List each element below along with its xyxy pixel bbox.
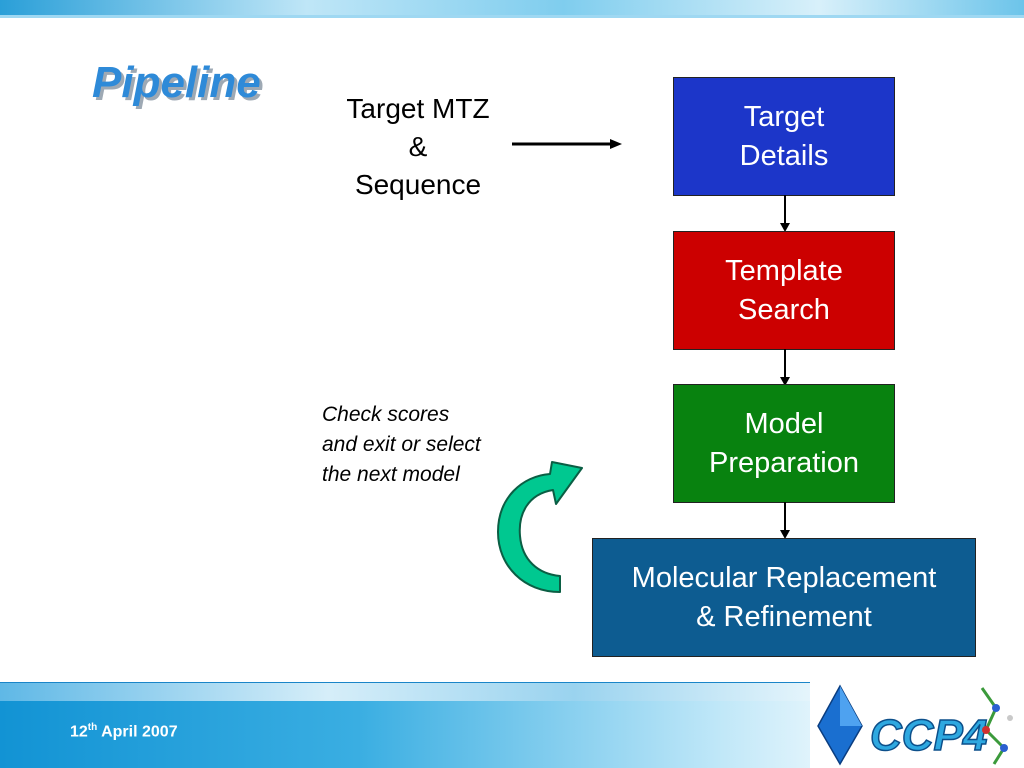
ccp4-logo: CCP4	[810, 678, 1022, 768]
step-target-details: Target Details	[673, 77, 895, 196]
date-day: 12	[70, 723, 88, 741]
input-arrow	[512, 139, 622, 149]
down-arrow-2	[780, 349, 790, 386]
down-arrow-1	[780, 195, 790, 232]
logo-text: CCP4	[870, 711, 987, 760]
footer-strip	[0, 682, 820, 701]
step-2-line-1: Template	[725, 254, 843, 287]
loop-note: Check scores and exit or select the next…	[322, 400, 481, 490]
note-line-3: the next model	[322, 463, 460, 486]
step-3-line-1: Model	[744, 407, 824, 440]
step-1-line-1: Target	[743, 100, 825, 133]
step-template-search: Template Search	[673, 231, 895, 350]
step-molecular-replacement: Molecular Replacement & Refinement	[592, 538, 976, 657]
date-suffix: th	[87, 722, 98, 733]
step-1-line-2: Details	[739, 139, 829, 172]
step-model-preparation: Model Preparation	[673, 384, 895, 503]
note-line-2: and exit or select	[322, 433, 481, 456]
note-line-1: Check scores	[322, 403, 450, 426]
molecule-icon	[980, 687, 1013, 765]
step-2-line-2: Search	[738, 293, 830, 326]
down-arrow-3	[780, 502, 790, 539]
input-label: Target MTZ & Sequence	[318, 90, 518, 204]
step-3-line-2: Preparation	[709, 446, 859, 479]
slide-title: Pipeline	[92, 58, 261, 107]
step-4-line-2: & Refinement	[696, 600, 872, 633]
date-rest: April 2007	[97, 723, 178, 741]
cycle-arrow-icon	[497, 461, 583, 593]
footer-date: 12th April 2007	[70, 722, 178, 741]
step-4-line-1: Molecular Replacement	[631, 561, 937, 594]
input-label-line-1: Target MTZ	[346, 93, 490, 124]
input-label-line-2: &	[408, 131, 428, 162]
input-label-line-3: Sequence	[354, 169, 482, 200]
top-decorative-band	[0, 0, 1024, 18]
